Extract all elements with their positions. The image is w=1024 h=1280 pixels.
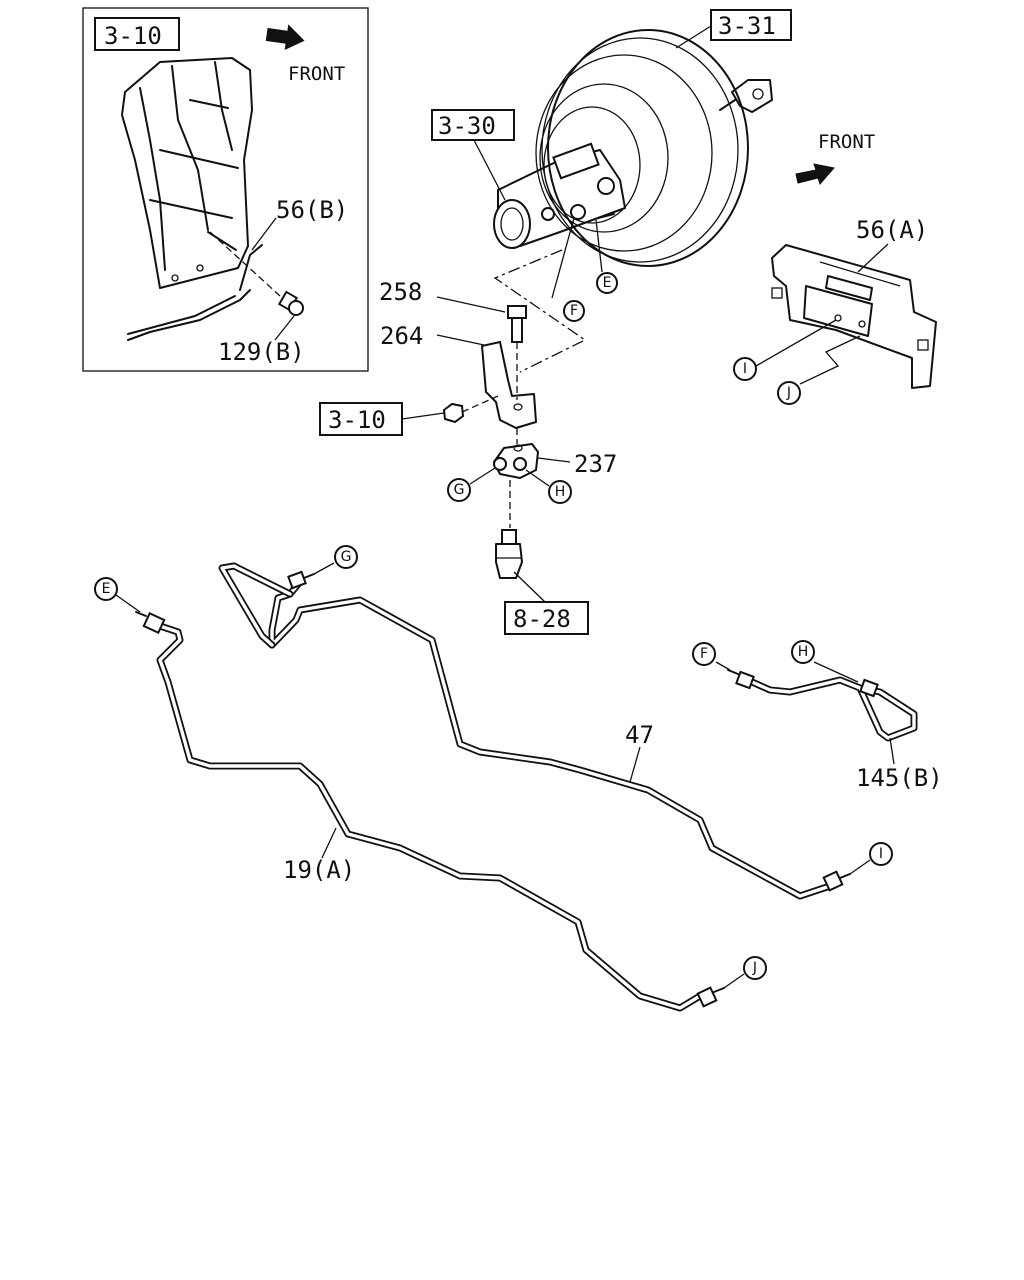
svg-text:H: H: [798, 644, 809, 660]
junction-block-237: [493, 443, 539, 479]
brake-pipe-47: [218, 562, 851, 900]
leader-19a: [321, 827, 337, 859]
part-47-label: 47: [625, 721, 654, 749]
svg-text:F: F: [570, 303, 578, 319]
connector-J2[interactable]: J: [743, 956, 767, 980]
leader-H2: [813, 661, 859, 683]
leader-G1: [469, 467, 496, 485]
nut: [442, 402, 465, 424]
leader-J2: [723, 973, 745, 989]
leader-I1: [755, 319, 837, 367]
inset-front-label: FRONT: [288, 63, 345, 85]
part-56a-label: 56(A): [856, 216, 928, 244]
leader-E2: [115, 594, 141, 613]
leader-E1: [595, 219, 603, 273]
connector-F2[interactable]: F: [692, 642, 716, 666]
connector-G2[interactable]: G: [334, 545, 358, 569]
sensor-switch: [495, 529, 523, 579]
svg-text:I: I: [879, 846, 883, 862]
bracket-56a: [771, 244, 937, 389]
svg-text:E: E: [603, 275, 612, 291]
ref-8-28-box[interactable]: [504, 601, 589, 635]
leader-3-10: [401, 412, 445, 420]
connector-H1[interactable]: H: [548, 480, 572, 504]
ref-3-30-box[interactable]: [431, 109, 515, 141]
leader-G2: [313, 562, 335, 575]
leader-47: [629, 746, 641, 783]
svg-text:J: J: [752, 960, 757, 976]
brake-pipe-145b: [727, 669, 918, 742]
svg-text:H: H: [555, 484, 566, 500]
leader-F2: [715, 661, 731, 671]
svg-text:J: J: [786, 385, 791, 401]
master-cylinder: [493, 142, 626, 249]
ref-8-28-label: 8-28: [513, 605, 571, 633]
leader-F1: [551, 217, 575, 299]
leader-258: [436, 296, 506, 313]
part-56b-label: 56(B): [276, 196, 348, 224]
ref-3-10-label: 3-10: [328, 406, 386, 434]
connector-I2[interactable]: I: [869, 842, 893, 866]
locating-line: [493, 249, 587, 373]
connector-J1[interactable]: J: [777, 381, 801, 405]
bracket-264: [481, 341, 537, 429]
connector-G1[interactable]: G: [447, 478, 471, 502]
bolt-258: [507, 305, 527, 343]
svg-text:E: E: [102, 581, 111, 597]
part-258-label: 258: [379, 278, 422, 306]
svg-text:I: I: [743, 361, 747, 377]
leader-J1: [799, 335, 861, 385]
part-237-label: 237: [574, 450, 617, 478]
part-264-label: 264: [380, 322, 423, 350]
inset-frame: [82, 7, 369, 372]
svg-text:G: G: [341, 549, 352, 565]
leader-3-31: [675, 25, 712, 49]
front-arrow-main-icon: [795, 163, 835, 185]
brake-pipe-19a: [135, 611, 725, 1012]
leader-H1: [525, 469, 550, 487]
leader-I2: [849, 859, 871, 875]
inset-ref-label: 3-10: [104, 22, 162, 50]
connector-I1[interactable]: I: [733, 357, 757, 381]
inset-ref-box[interactable]: [94, 17, 180, 51]
ref-3-30-label: 3-30: [438, 112, 496, 140]
leader-8-28: [513, 571, 546, 603]
nut-axis: [461, 395, 499, 413]
leader-129b: [274, 315, 295, 341]
leader-145b: [889, 737, 895, 765]
svg-text:F: F: [700, 646, 708, 662]
bolt-129b: [277, 290, 304, 316]
connector-F1[interactable]: F: [563, 300, 585, 322]
leader-237: [537, 457, 571, 463]
leader-3-30: [473, 139, 506, 201]
ref-3-31-box[interactable]: [710, 9, 792, 41]
connector-H2[interactable]: H: [791, 640, 815, 664]
part-19a-label: 19(A): [283, 856, 355, 884]
part-145b-label: 145(B): [856, 764, 943, 792]
front-label-main: FRONT: [818, 131, 875, 153]
pedal-bracket-drawing: [121, 57, 281, 341]
connector-E2[interactable]: E: [94, 577, 118, 601]
ref-3-31-label: 3-31: [718, 12, 776, 40]
svg-text:G: G: [454, 482, 465, 498]
part-129b-label: 129(B): [218, 338, 305, 366]
inset-panel: 3-10 FRONT 56(B): [82, 7, 369, 372]
front-arrow-icon: [265, 24, 305, 51]
connector-E1[interactable]: E: [596, 272, 618, 294]
leader-264: [436, 334, 485, 346]
brake-booster: [535, 29, 773, 267]
leader-56b: [251, 217, 277, 251]
leader-56a: [857, 243, 889, 273]
